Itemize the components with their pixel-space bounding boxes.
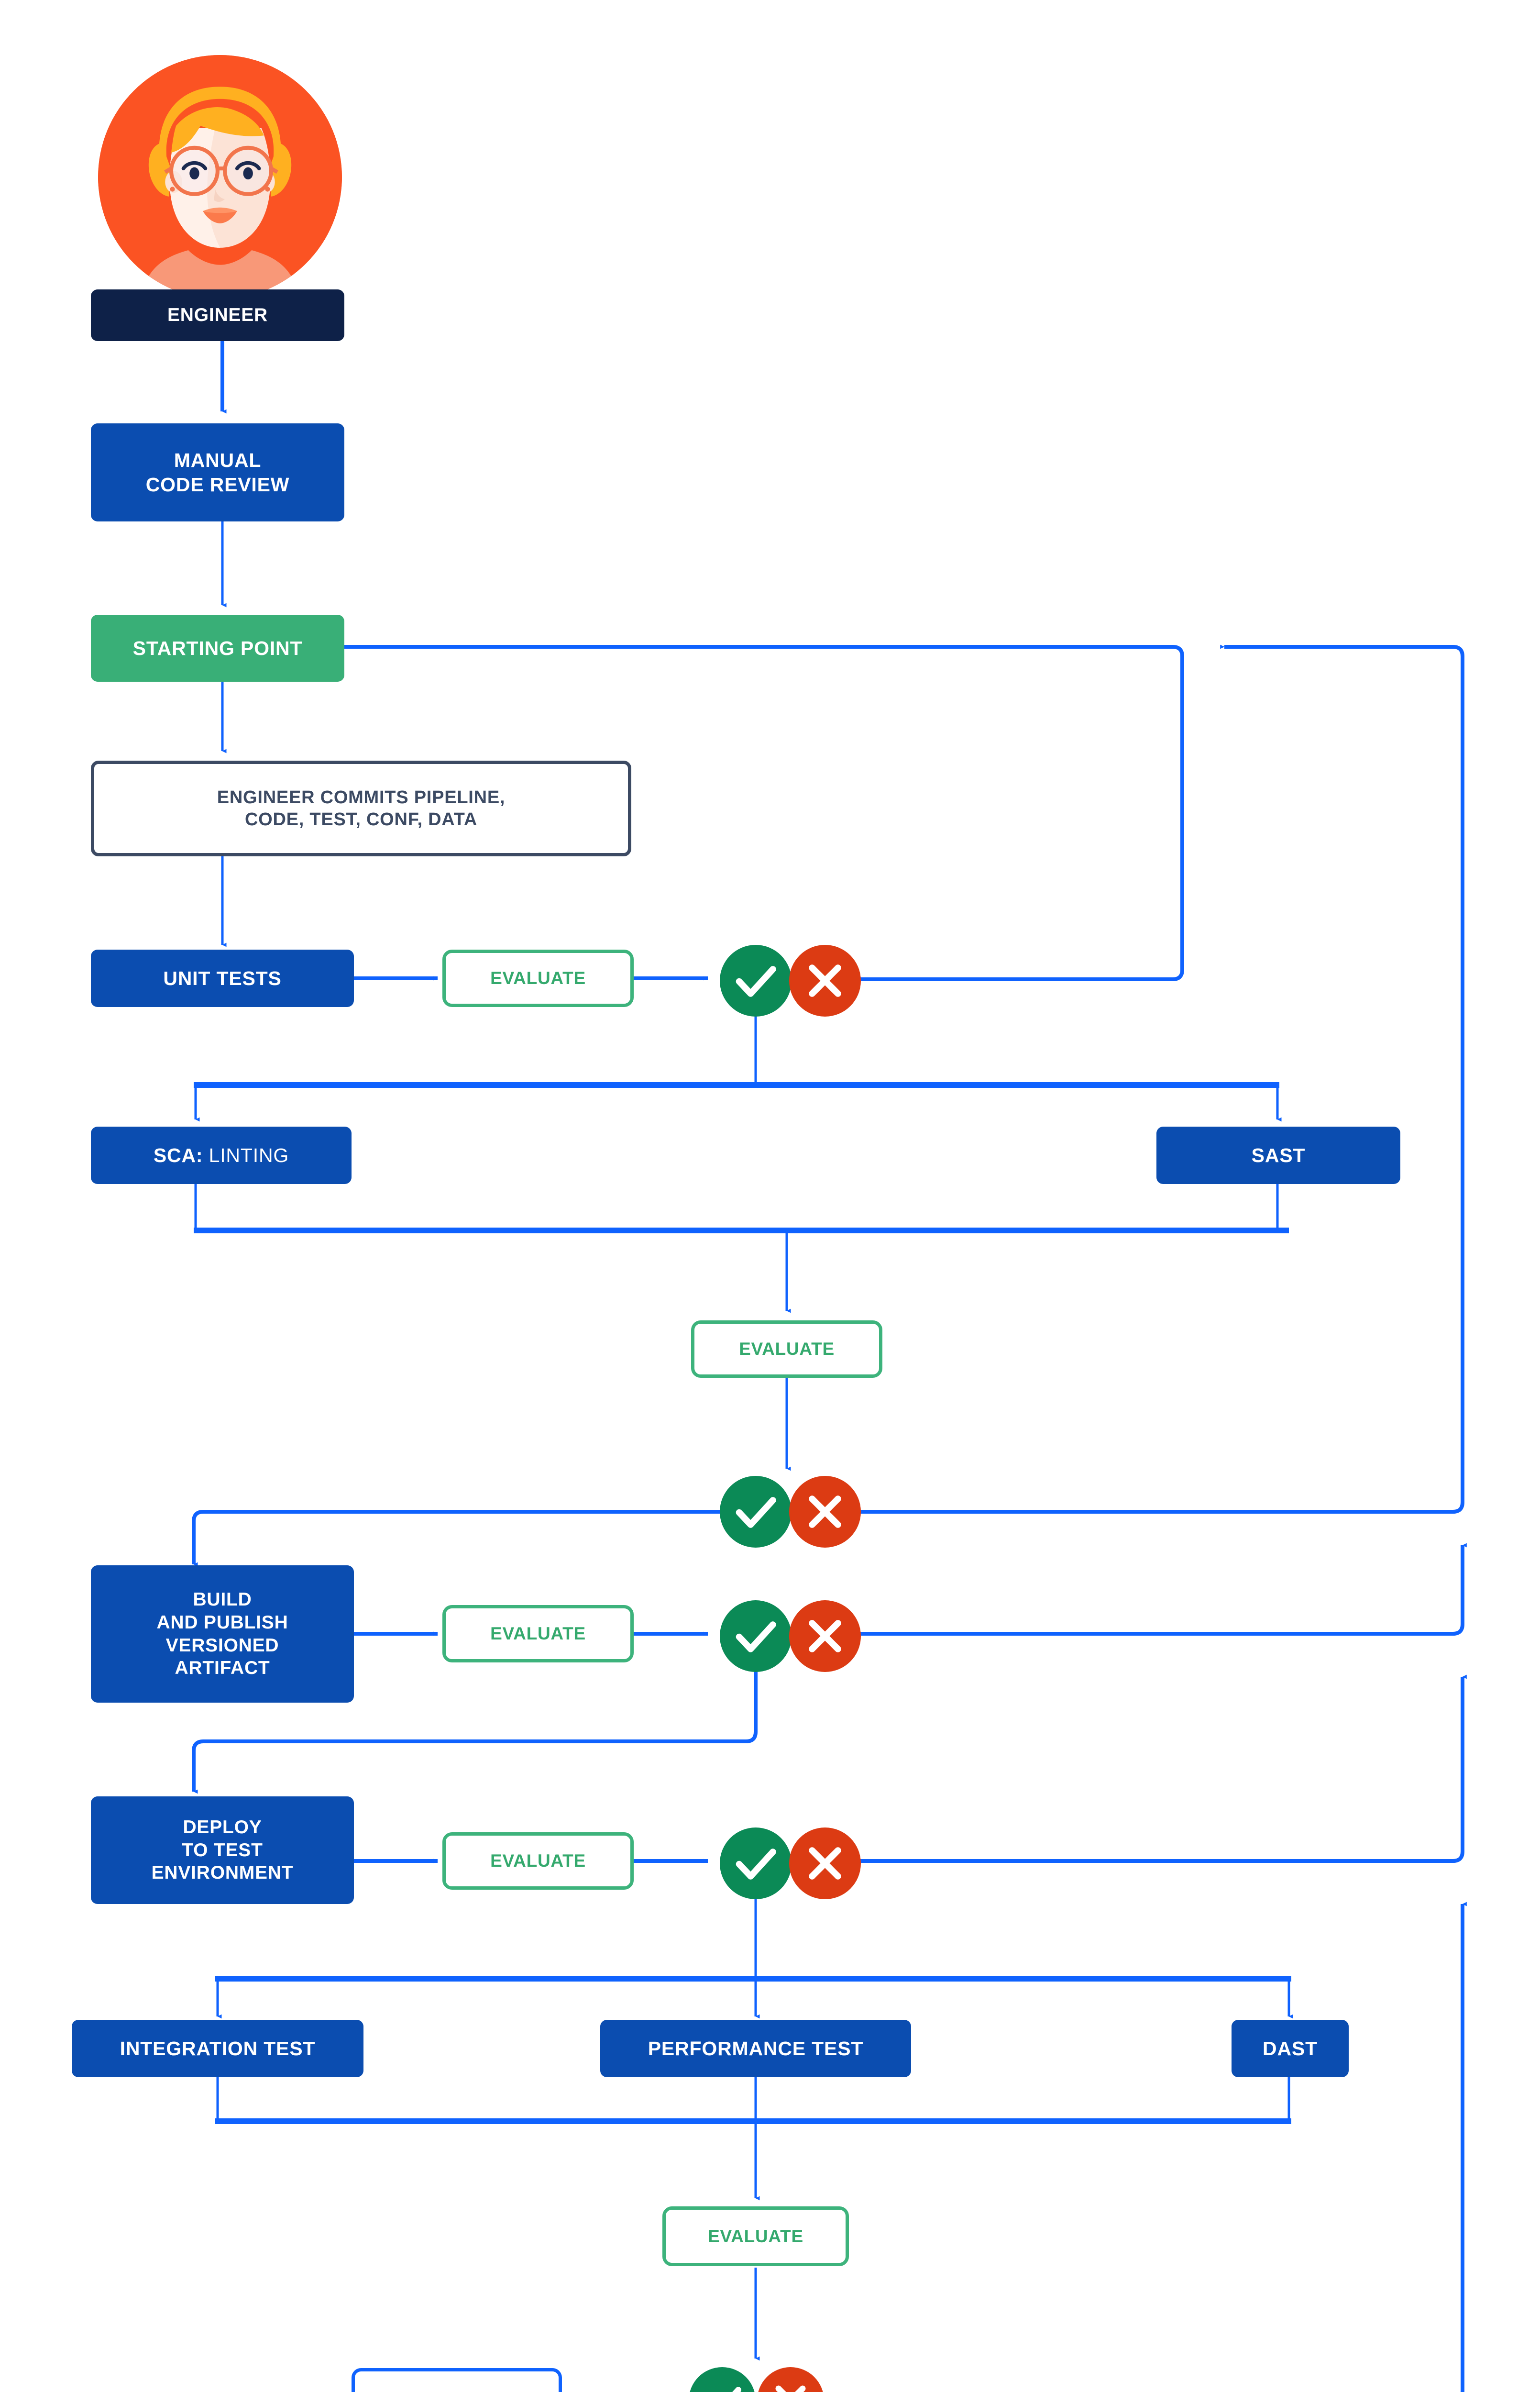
dast-text: DAST <box>1263 2037 1318 2060</box>
sca-suffix: LINTING <box>203 1144 289 1166</box>
fail-cross-icon[interactable] <box>789 945 861 1017</box>
node-evaluate-static-analysis[interactable]: EVALUATE <box>691 1320 882 1378</box>
unit-tests-text: UNIT TESTS <box>163 967 282 989</box>
node-starting-point[interactable]: STARTING POINT <box>91 615 344 682</box>
node-evaluate-final[interactable]: EVALUATE <box>662 2206 849 2266</box>
manual-code-review-line-1: MANUAL <box>174 449 262 472</box>
engineer-label-text: ENGINEER <box>167 305 268 326</box>
node-sca-linting[interactable]: SCA: LINTING <box>91 1127 352 1184</box>
pass-check-icon[interactable] <box>720 945 792 1017</box>
node-performance-test[interactable]: PERFORMANCE TEST <box>600 2020 911 2077</box>
deploy-line-1: DEPLOY <box>183 1817 262 1838</box>
fail-cross-icon[interactable] <box>757 2367 824 2392</box>
node-deploy-test-environment[interactable]: DEPLOY TO TEST ENVIRONMENT <box>91 1796 354 1904</box>
engineer-avatar-icon <box>98 55 342 299</box>
build-line-2: AND PUBLISH <box>156 1612 288 1633</box>
node-build-publish-artifact[interactable]: BUILD AND PUBLISH VERSIONED ARTIFACT <box>91 1565 354 1703</box>
engineer-label-badge: ENGINEER <box>91 289 344 341</box>
deploy-line-2: TO TEST <box>182 1839 263 1860</box>
performance-test-text: PERFORMANCE TEST <box>648 2037 864 2060</box>
build-line-4: ARTIFACT <box>175 1658 270 1679</box>
sca-prefix: SCA: <box>153 1144 203 1166</box>
pass-check-icon[interactable] <box>720 1476 792 1548</box>
node-evaluate-deploy[interactable]: EVALUATE <box>442 1832 634 1890</box>
evaluate-static-text: EVALUATE <box>739 1339 835 1359</box>
pass-check-icon[interactable] <box>720 1600 792 1672</box>
engineer-commits-line-2: CODE, TEST, CONF, DATA <box>244 809 478 830</box>
fail-cross-icon[interactable] <box>789 1476 861 1548</box>
evaluate-build-text: EVALUATE <box>490 1624 586 1644</box>
node-engineer-commits[interactable]: ENGINEER COMMITS PIPELINE, CODE, TEST, C… <box>91 761 631 856</box>
pass-check-icon[interactable] <box>689 2367 756 2392</box>
starting-point-text: STARTING POINT <box>132 637 303 659</box>
evaluate-deploy-text: EVALUATE <box>490 1851 586 1871</box>
node-next-phase[interactable]: NEXT PHASE <box>352 2368 562 2392</box>
node-dast[interactable]: DAST <box>1232 2020 1349 2077</box>
next-phase-text: NEXT PHASE <box>398 2390 515 2392</box>
evaluate-unit-text: EVALUATE <box>490 968 586 988</box>
node-evaluate-unit-tests[interactable]: EVALUATE <box>442 950 634 1007</box>
deploy-line-3: ENVIRONMENT <box>151 1862 294 1883</box>
sast-text: SAST <box>1251 1144 1306 1166</box>
manual-code-review-line-2: CODE REVIEW <box>145 473 290 496</box>
fail-cross-icon[interactable] <box>789 1827 861 1899</box>
sca-linting-text: SCA: LINTING <box>154 1143 289 1167</box>
pass-check-icon[interactable] <box>720 1827 792 1899</box>
build-line-3: VERSIONED <box>165 1635 279 1656</box>
fail-cross-icon[interactable] <box>789 1600 861 1672</box>
node-unit-tests[interactable]: UNIT TESTS <box>91 950 354 1007</box>
node-evaluate-build[interactable]: EVALUATE <box>442 1605 634 1662</box>
integration-test-text: INTEGRATION TEST <box>120 2037 316 2060</box>
node-integration-test[interactable]: INTEGRATION TEST <box>72 2020 363 2077</box>
engineer-commits-line-1: ENGINEER COMMITS PIPELINE, <box>217 787 506 808</box>
node-manual-code-review[interactable]: MANUAL CODE REVIEW <box>91 423 344 521</box>
build-line-1: BUILD <box>193 1589 252 1610</box>
evaluate-final-text: EVALUATE <box>708 2226 803 2246</box>
node-sast[interactable]: SAST <box>1156 1127 1400 1184</box>
